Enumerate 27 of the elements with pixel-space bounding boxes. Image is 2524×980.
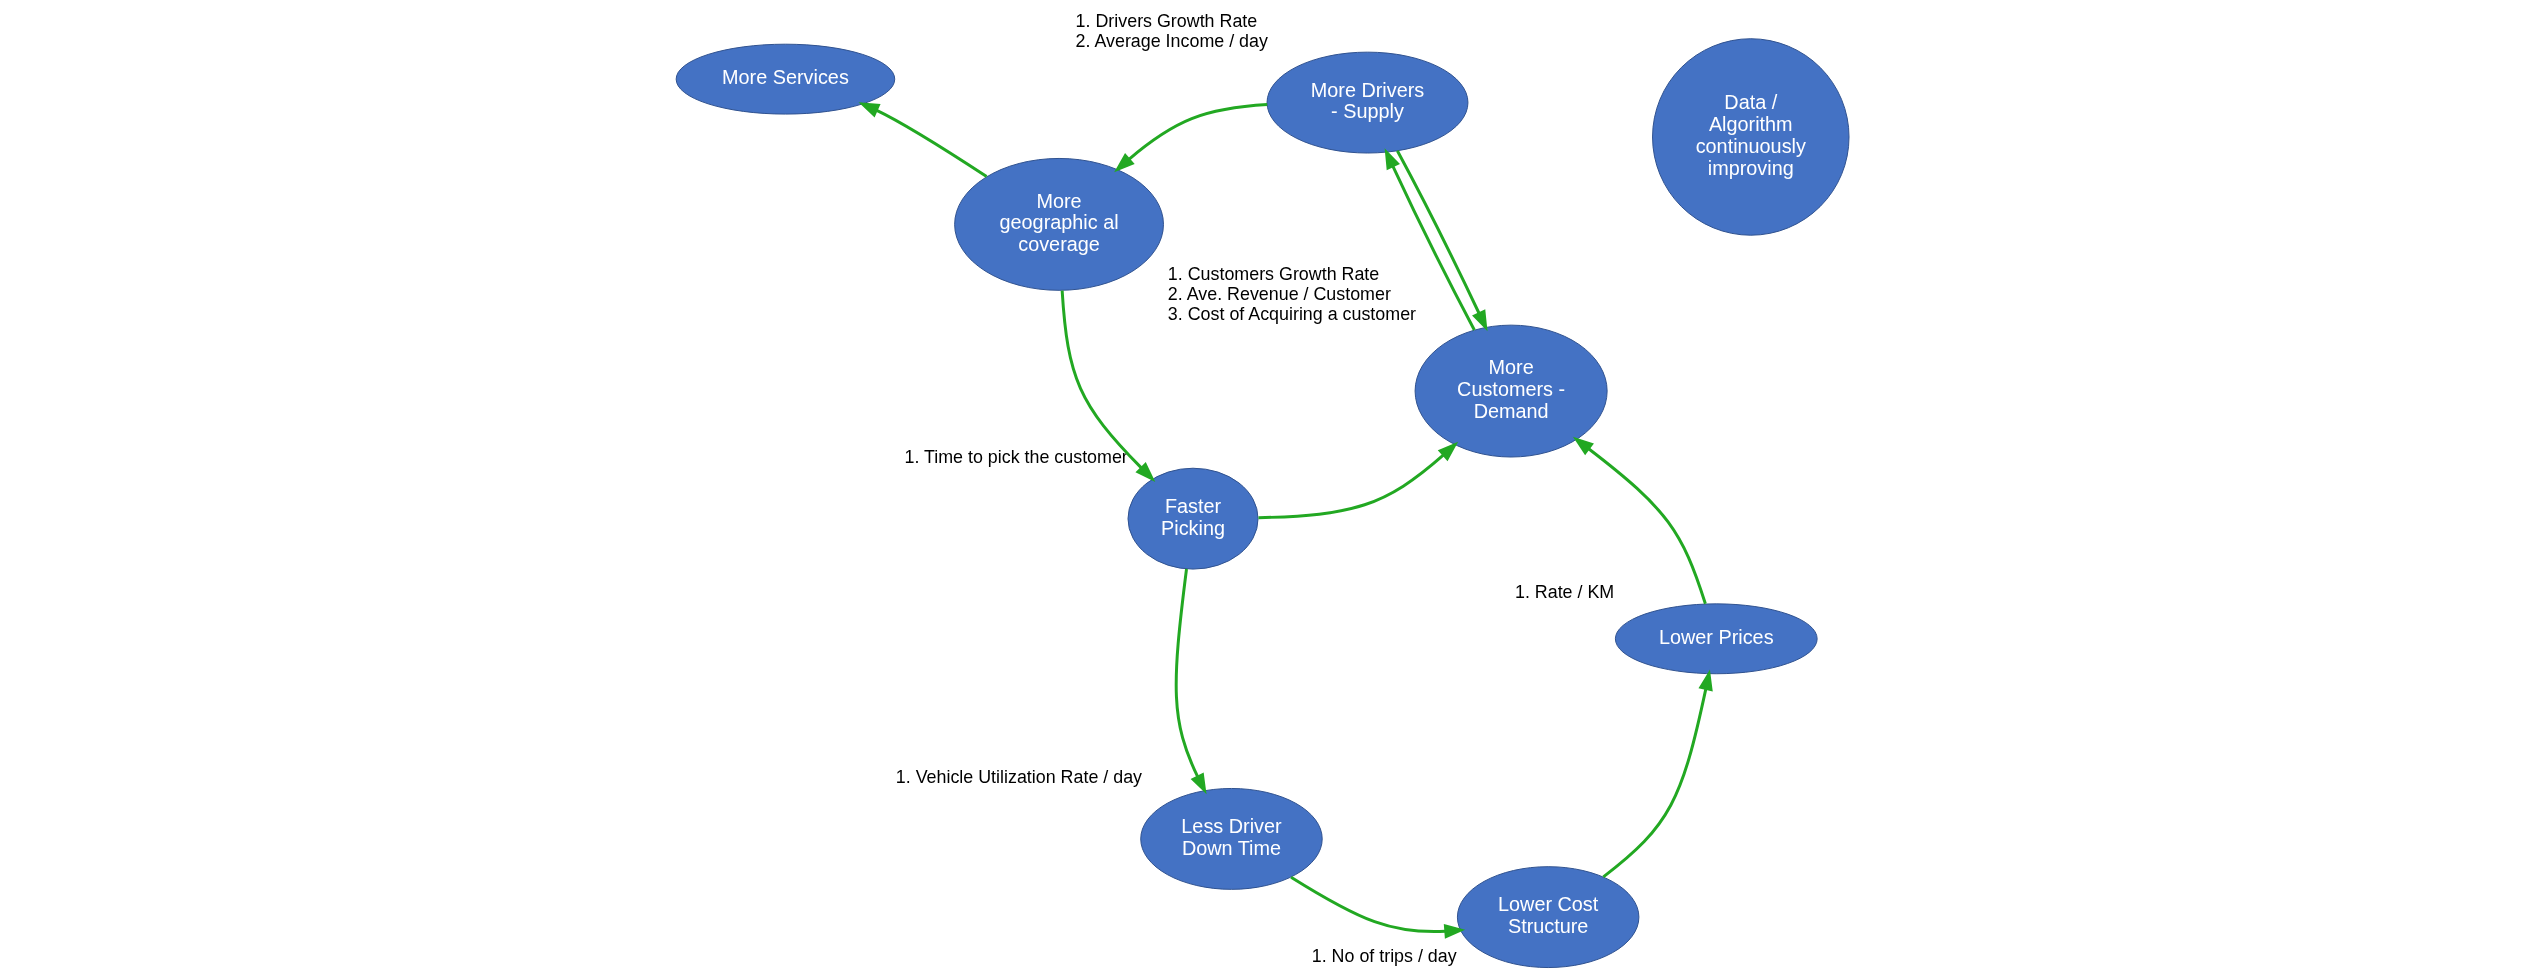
node-label: 2. Average Income / day xyxy=(1075,30,1268,51)
node-label: 1. Drivers Growth Rate xyxy=(1075,10,1257,31)
arrow xyxy=(1113,103,1267,173)
arrow xyxy=(1384,148,1476,331)
arrow xyxy=(858,102,987,178)
arrow xyxy=(1289,875,1465,939)
node-label: 1. Vehicle Utilization Rate / day xyxy=(895,766,1142,787)
node-label: 1. Customers Growth Rate xyxy=(1167,263,1379,284)
node-label: 3. Cost of Acquiring a customer xyxy=(1167,303,1416,324)
node-ellipse: Faster Picking xyxy=(1127,467,1259,570)
node-label: 2. Ave. Revenue / Customer xyxy=(1167,283,1391,304)
node-label: 1. Time to pick the customer xyxy=(903,446,1128,467)
arrow xyxy=(1572,436,1707,605)
node-label: 1. No of trips / day xyxy=(1311,946,1457,967)
arrow xyxy=(1060,290,1155,482)
arrow xyxy=(1395,150,1487,332)
arrow xyxy=(1257,441,1458,520)
node-ellipse: More Drivers - Supply xyxy=(1266,51,1468,154)
node-circle: Data / Algorithm continuously improving xyxy=(1651,38,1849,236)
node-ellipse: More geographic al coverage xyxy=(953,157,1164,291)
node-ellipse: Lower Cost Structure xyxy=(1456,866,1639,969)
node-ellipse: More Services xyxy=(675,43,895,115)
node-ellipse: Less Driver Down Time xyxy=(1139,787,1323,890)
node-label: 1. Rate / KM xyxy=(1514,582,1614,603)
arrow xyxy=(1174,568,1207,795)
arrow xyxy=(1601,669,1713,878)
node-ellipse: Lower Prices xyxy=(1614,603,1818,675)
